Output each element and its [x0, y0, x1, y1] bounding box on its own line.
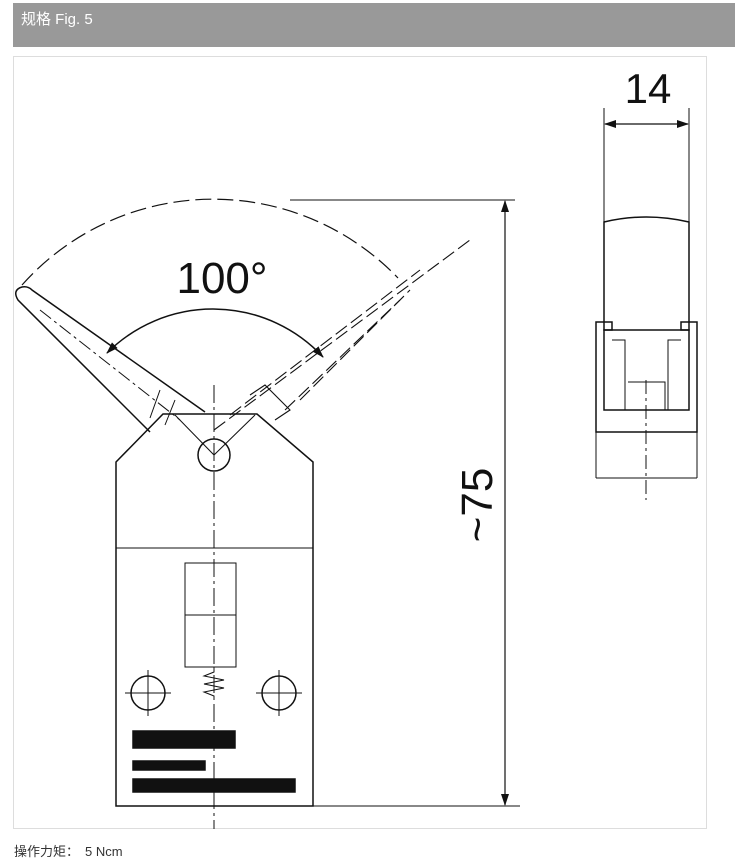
label-bar: [132, 778, 296, 793]
section-header: 规格 Fig. 5: [13, 3, 735, 47]
angle-label: 100°: [176, 254, 267, 303]
height-label: ~75: [453, 468, 502, 543]
width-label: 14: [625, 65, 672, 112]
lever-alt-positions: [213, 239, 471, 431]
torque-label: 操作力矩：: [14, 844, 80, 859]
switch-body: [115, 413, 314, 807]
side-view-lever: [603, 216, 690, 331]
swing-arc: [21, 198, 399, 286]
operating-torque: 操作力矩： 5 Ncm: [14, 841, 129, 860]
torque-value: 5 Ncm: [85, 844, 123, 859]
label-bar: [132, 730, 236, 749]
drawing-frame: [13, 56, 707, 829]
angle-dimension-arc: [106, 308, 324, 358]
label-bar: [132, 760, 206, 771]
lever: [15, 286, 206, 433]
spring: [202, 667, 225, 700]
